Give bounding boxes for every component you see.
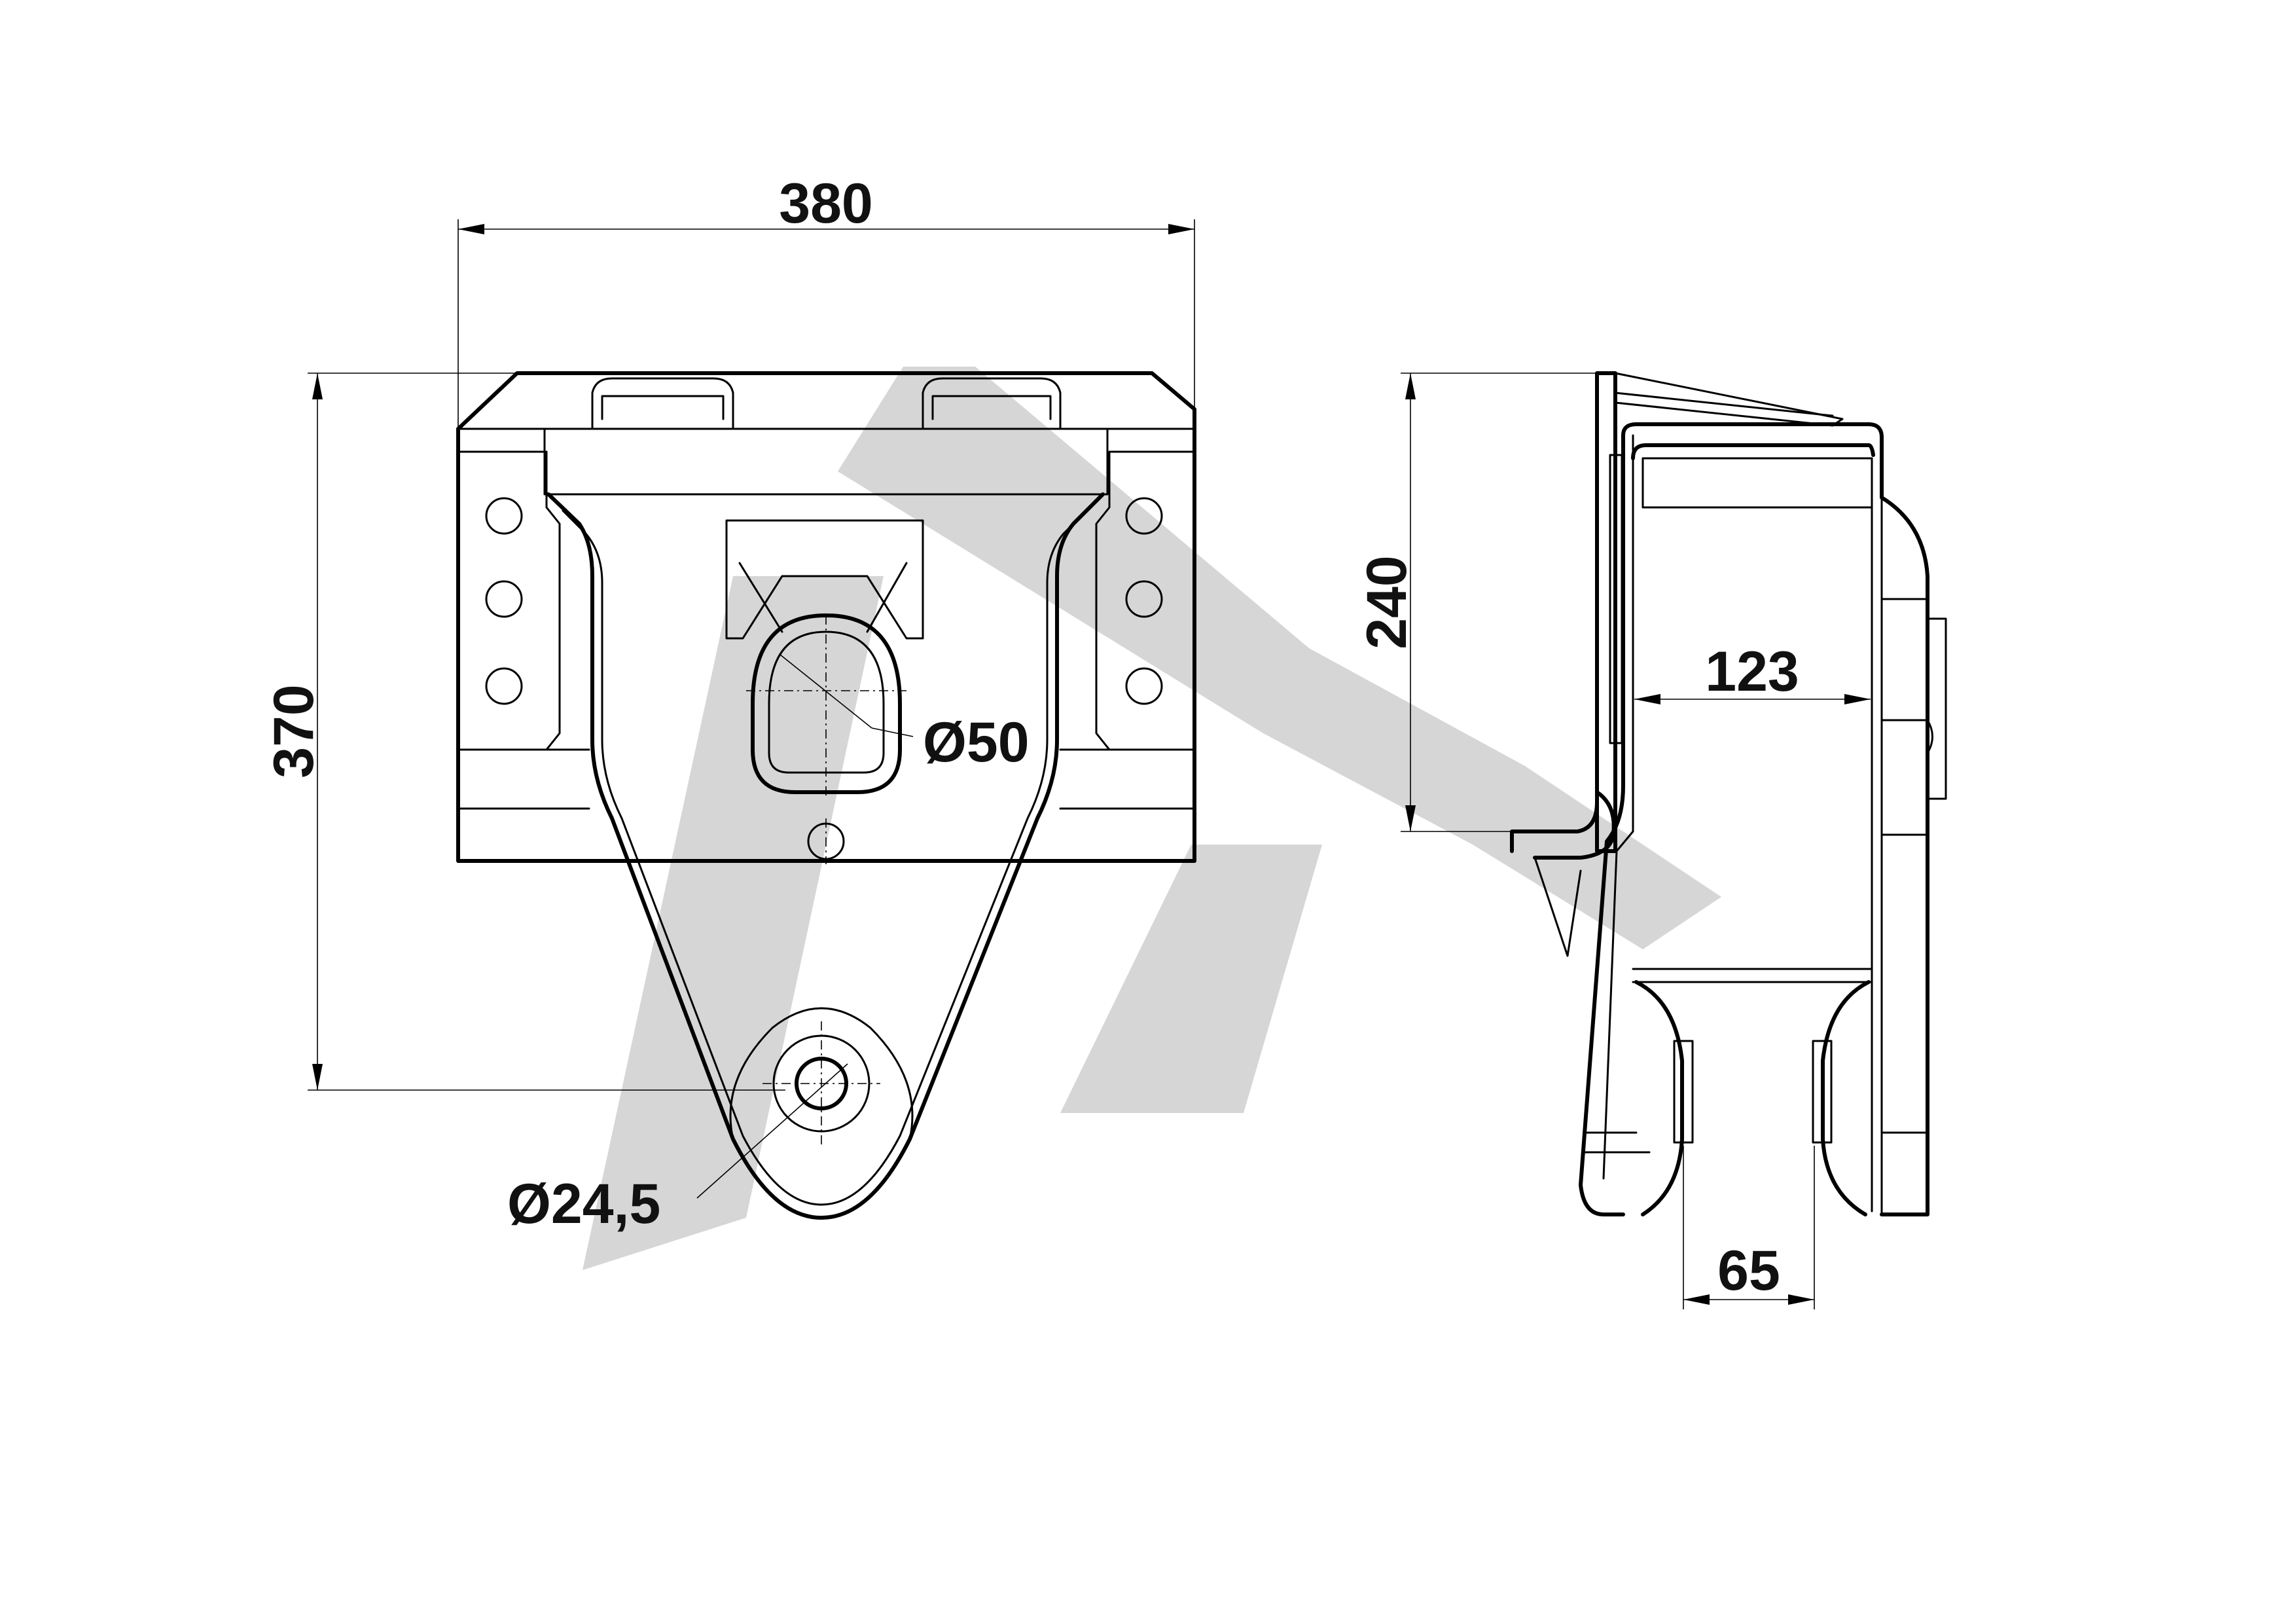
dim-240-label: 240 <box>1355 555 1418 649</box>
bolt-hole <box>485 497 523 535</box>
bolt-hole <box>1125 497 1163 535</box>
bolt-hole <box>485 580 523 618</box>
side-view <box>1510 371 1947 1216</box>
dia-24-5-label: Ø24,5 <box>507 1173 660 1235</box>
side-body-outline <box>1579 433 1625 1216</box>
dim-380-label: 380 <box>779 172 873 235</box>
top-plate-outline <box>456 371 1196 431</box>
dia-50-label: Ø50 <box>923 711 1030 774</box>
dim-370-label: 370 <box>262 684 325 778</box>
side-width-dimension: 123 <box>1634 640 1871 704</box>
bolt-hole <box>485 667 523 705</box>
front-width-dimension: 380 <box>457 172 1195 429</box>
front-view <box>456 371 1196 1220</box>
dim-123-label: 123 <box>1705 640 1799 703</box>
side-height-dimension: 240 <box>1355 373 1597 832</box>
side-gap-dimension: 65 <box>1683 1146 1815 1309</box>
hanging-arm-outline <box>547 492 1105 1220</box>
large-hole <box>751 613 902 794</box>
watermark-logo <box>583 367 1721 1270</box>
front-height-dimension: 370 <box>262 373 785 1091</box>
bolt-hole <box>1125 667 1163 705</box>
bolt-hole <box>1125 580 1163 618</box>
dim-65-label: 65 <box>1717 1239 1780 1302</box>
